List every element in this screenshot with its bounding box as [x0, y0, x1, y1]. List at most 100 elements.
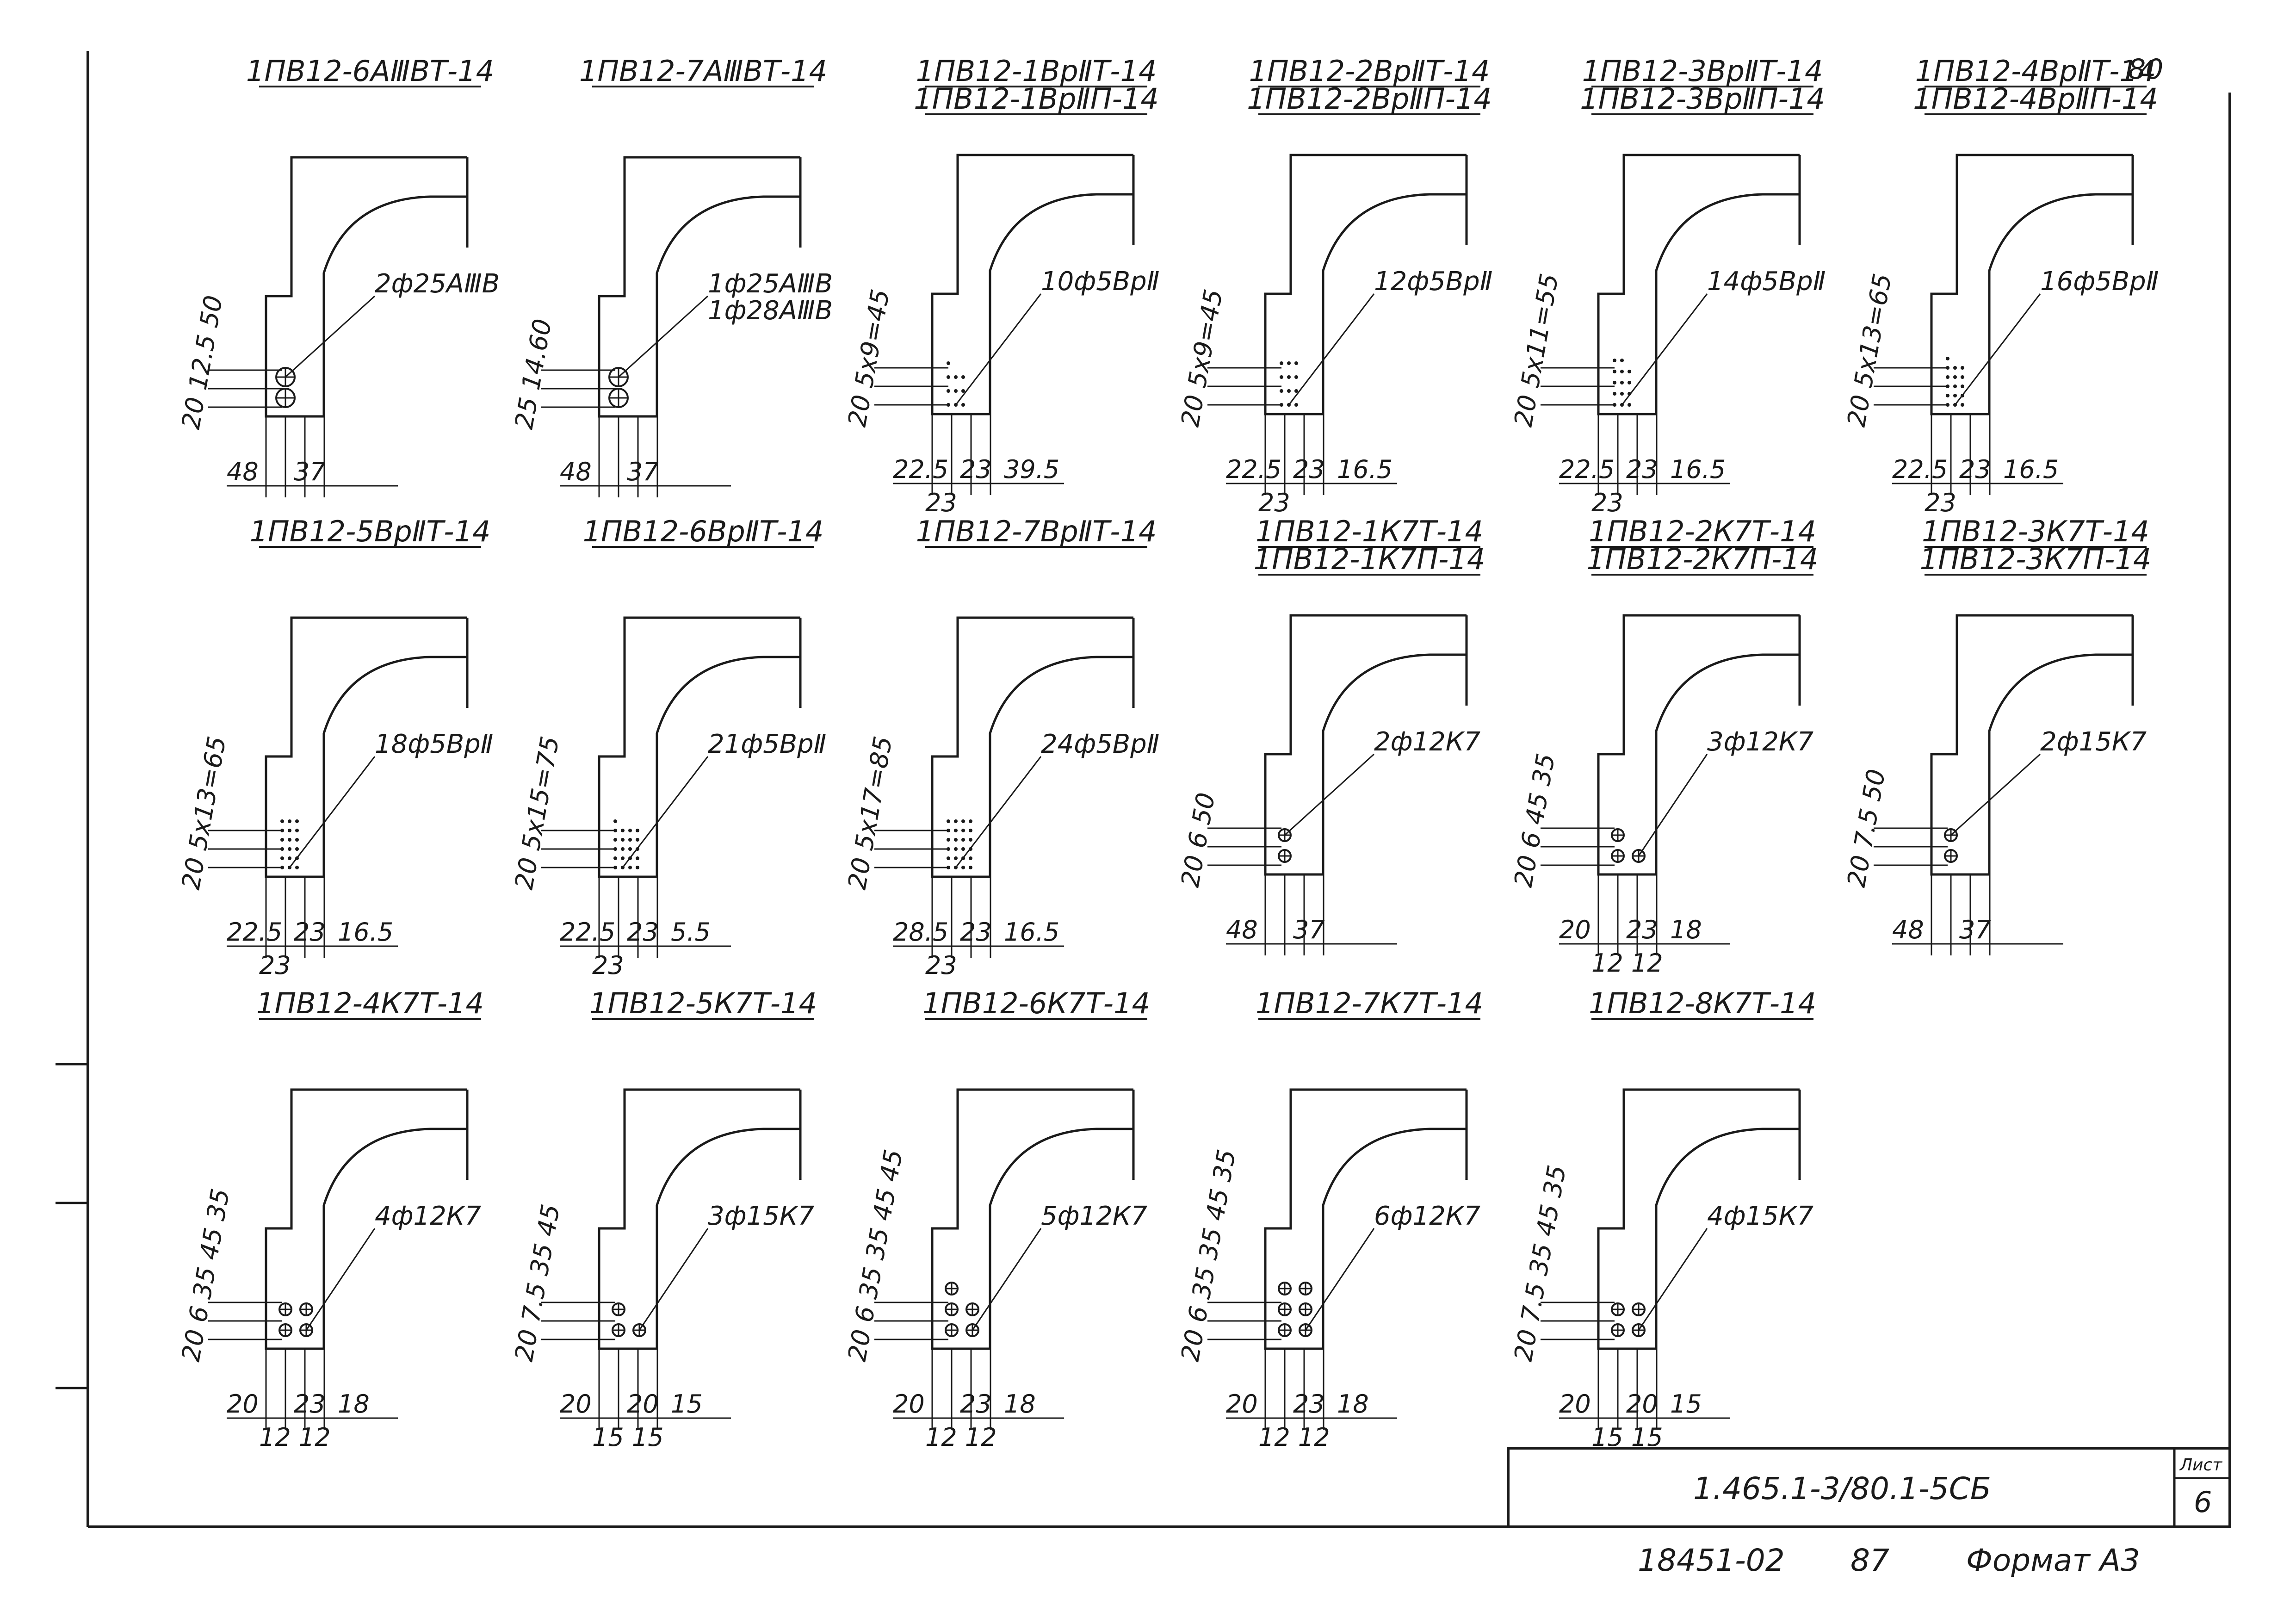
rebar-label: 18ф5ВрⅡ	[375, 729, 493, 759]
rebar-label-2: 1ф28АⅢВ	[708, 296, 833, 326]
rebar-wire	[947, 856, 950, 860]
rebar-label: 2ф15К7	[2040, 727, 2147, 757]
leader-line	[622, 756, 709, 868]
horizontal-dimension-sub: 23	[1591, 488, 1623, 517]
rebar-wire	[1280, 361, 1283, 365]
detail-title: 1ПВ12-2ВрⅡП-14	[1247, 82, 1492, 116]
rebar-wire	[1294, 403, 1298, 407]
rebar-wire	[947, 375, 950, 379]
horizontal-dimension-sub: 23	[1258, 488, 1290, 517]
horizontal-dimension: 20	[560, 1389, 592, 1419]
rebar-wire	[954, 375, 958, 379]
horizontal-dimension: 23	[960, 917, 992, 947]
rebar-wire	[613, 819, 617, 823]
rebar-wire	[961, 829, 965, 832]
horizontal-dimension: 18	[1337, 1389, 1369, 1419]
horizontal-dimension: 20	[1626, 1389, 1658, 1419]
leader-line	[285, 295, 376, 378]
detail-title: 1ПВ12-2К7Т-14	[1589, 514, 1816, 548]
rebar-wire	[295, 819, 299, 823]
horizontal-dimension: 20	[1559, 1389, 1591, 1419]
rebar-wire	[1961, 366, 1964, 370]
rebar-wire	[1946, 394, 1949, 397]
horizontal-dimension-sub: 23	[925, 951, 957, 980]
rebar-wire	[1946, 357, 1949, 360]
horizontal-dimension: 15	[671, 1389, 703, 1419]
inventory-number: 18451-02	[1638, 1543, 1785, 1578]
rebar-wire	[947, 819, 950, 823]
horizontal-dimension-sub: 12 12	[1258, 1423, 1330, 1452]
rebar-wire	[954, 389, 958, 393]
horizontal-dimension: 23	[1293, 455, 1325, 484]
rebar-wire	[280, 838, 284, 842]
horizontal-dimension: 37	[294, 457, 326, 486]
horizontal-dimension: 48	[560, 457, 592, 486]
rebar-wire	[1294, 389, 1298, 393]
detail-title: 1ПВ12-1ВрⅡП-14	[914, 82, 1159, 116]
detail-title: 1ПВ12-4ВрⅡТ-14	[1915, 54, 2156, 88]
rebar-label: 4ф12К7	[375, 1201, 482, 1231]
leader-line	[1950, 753, 2041, 836]
leader-line	[1638, 1228, 1708, 1331]
horizontal-dimension: 20	[227, 1389, 259, 1419]
detail-title: 1ПВ12-7АⅢВТ-14	[579, 54, 827, 88]
rebar-wire	[295, 829, 299, 832]
horizontal-dimension: 16.5	[1670, 455, 1726, 484]
sheet-corner-mark: 80	[2128, 53, 2163, 86]
leader-line	[289, 756, 376, 868]
rebar-label: 5ф12К7	[1041, 1201, 1148, 1231]
rebar-label: 24ф5ВрⅡ	[1041, 729, 1159, 759]
rebar-wire	[947, 838, 950, 842]
horizontal-dimension: 15	[1670, 1389, 1702, 1419]
horizontal-dimension: 22.5	[1892, 455, 1948, 484]
horizontal-dimension-sub: 12 12	[259, 1423, 331, 1452]
horizontal-dimension-sub: 23	[925, 488, 957, 517]
horizontal-dimension: 23	[294, 1389, 326, 1419]
footer: 18451-02 87 Формат А3	[1638, 1543, 2140, 1578]
rebar-wire	[1953, 375, 1957, 379]
detail-title: 1ПВ12-2ВрⅡТ-14	[1249, 54, 1490, 88]
horizontal-dimension: 18	[1670, 915, 1702, 944]
rebar-wire	[1287, 375, 1291, 379]
rebar-label: 14ф5ВрⅡ	[1707, 267, 1826, 297]
rebar-wire	[636, 838, 639, 842]
rebar-wire	[954, 838, 958, 842]
horizontal-dimension: 20	[893, 1389, 925, 1419]
horizontal-dimension-sub: 15 15	[592, 1423, 664, 1452]
rebar-wire	[1287, 361, 1291, 365]
horizontal-dimension-sub: 12 12	[925, 1423, 997, 1452]
leader-line	[955, 293, 1042, 405]
sheet-label: Лист	[2179, 1456, 2222, 1475]
horizontal-dimension: 37	[627, 457, 659, 486]
vertical-dimension: 20 6 35 45 35	[176, 1186, 235, 1364]
rebar-wire	[1613, 359, 1616, 362]
doc-code: 1.465.1-3/80.1-5СБ	[1693, 1471, 1991, 1506]
rebar-wire	[288, 838, 291, 842]
horizontal-dimension: 20	[627, 1389, 659, 1419]
vertical-dimension: 20 6 35 35 45 35	[1176, 1147, 1242, 1364]
horizontal-dimension: 18	[338, 1389, 370, 1419]
vertical-dimension: 20 6 50	[1176, 790, 1221, 889]
horizontal-dimension: 48	[1892, 915, 1924, 944]
rebar-wire	[1280, 375, 1283, 379]
vertical-dimension: 20 5х9=45	[842, 287, 895, 429]
rebar-wire	[1620, 381, 1624, 384]
rebar-label: 21ф5ВрⅡ	[708, 729, 826, 759]
horizontal-dimension: 20	[1559, 915, 1591, 944]
horizontal-dimension: 23	[1626, 455, 1658, 484]
rebar-wire	[1628, 381, 1631, 384]
leader-line	[1288, 293, 1375, 405]
rebar-wire	[295, 847, 299, 851]
vertical-dimension: 20 5х9=45	[1176, 287, 1228, 429]
detail-title: 1ПВ12-2К7П-14	[1587, 542, 1819, 576]
